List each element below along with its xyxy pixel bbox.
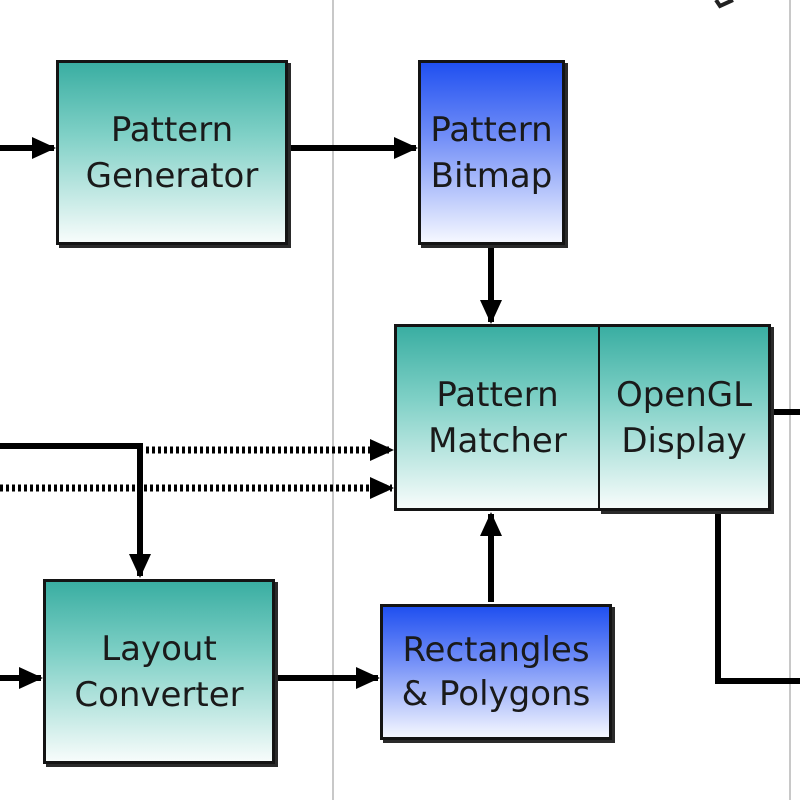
layout-converter-block: Layout Converter: [43, 579, 275, 764]
pattern-bitmap-label-line1: Pattern: [430, 109, 553, 150]
pattern-matcher-label-line2: Matcher: [428, 420, 567, 461]
rectangles-polygons-label-line2: & Polygons: [401, 674, 591, 714]
opengl-display-label-line2: Display: [621, 420, 747, 461]
cropped-top-stroke: [714, 0, 734, 9]
output-line-opengl-down: [715, 511, 800, 684]
pattern-bitmap-block: Pattern Bitmap: [418, 60, 565, 245]
pattern-generator-block: Pattern Generator: [56, 60, 288, 245]
opengl-display-block: OpenGL Display: [598, 324, 771, 511]
layout-converter-label-line2: Converter: [74, 674, 244, 715]
rectangles-polygons-block: Rectangles & Polygons: [380, 604, 612, 740]
pattern-matcher-label-line1: Pattern: [436, 374, 559, 415]
rectangles-polygons-label-line1: Rectangles: [402, 630, 590, 670]
opengl-display-label-line1: OpenGL: [615, 374, 753, 415]
layout-converter-label-line1: Layout: [101, 628, 217, 669]
arrow-input-to-layout-converter-top: [0, 443, 151, 578]
pattern-generator-label-line2: Generator: [85, 155, 259, 196]
pattern-bitmap-label-line2: Bitmap: [430, 155, 553, 196]
pattern-generator-label-line1: Pattern: [110, 109, 234, 150]
pattern-matcher-block: Pattern Matcher: [394, 324, 600, 511]
